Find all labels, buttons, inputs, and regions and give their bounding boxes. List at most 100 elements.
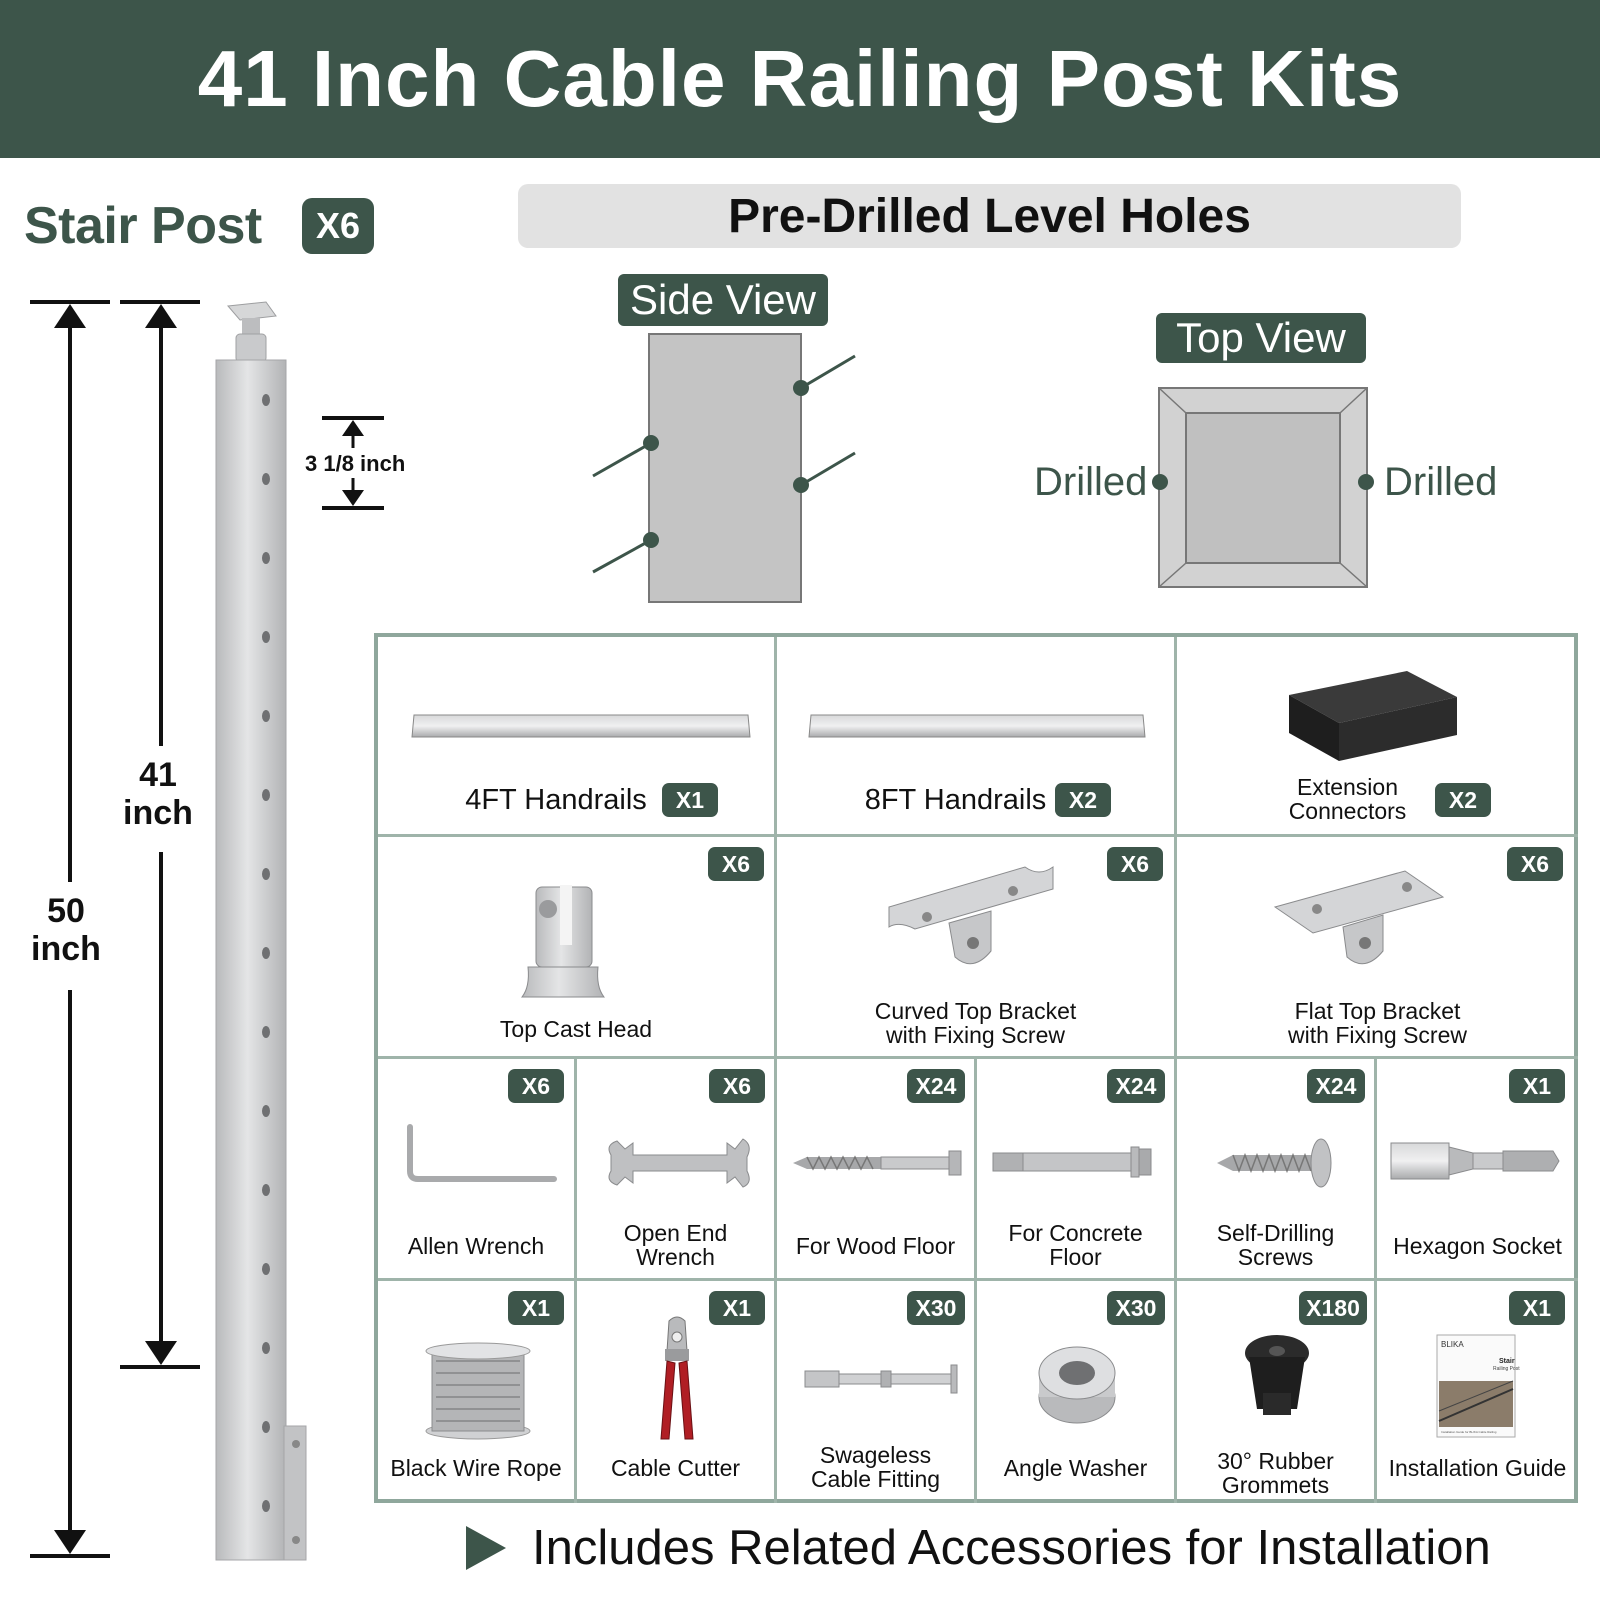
qty-badge: X6 [1107,847,1163,881]
footer-note: Includes Related Accessories for Install… [466,1520,1491,1576]
installation-guide-icon: BLIKA Stair Railing Post Installation Gu… [1436,1334,1520,1438]
qty-badge: X180 [1299,1291,1367,1325]
post-hole [262,1500,270,1512]
stair-post-title: Stair Post [24,197,262,255]
qty-badge: X24 [1307,1069,1365,1103]
part-4ft-handrails: 4FT Handrails X1 [378,637,777,837]
part-8ft-handrails: 8FT Handrails X2 [777,637,1177,837]
dimension-spacing-line [322,416,384,510]
qty-badge: X6 [1507,847,1563,881]
angle-washer-icon [1038,1346,1116,1424]
top-view-drawing [1152,387,1374,588]
lag-screw-icon [793,1150,962,1176]
qty-badge: X2 [1055,783,1111,817]
qty-badge: X24 [1107,1069,1165,1103]
part-swageless-cable-fitting: X30 Swageless Cable Fitting [777,1281,977,1503]
guide-subtitle: Railing Post [1493,1366,1520,1372]
post-hole [262,631,270,643]
cable-fitting-icon [804,1364,958,1394]
drilled-right-label: Drilled [1384,460,1498,504]
qty-badge: X6 [708,847,764,881]
part-hexagon-socket: X1 Hexagon Socket [1377,1059,1578,1281]
part-label: Black Wire Rope [390,1455,562,1481]
qty-badge: X1 [709,1291,765,1325]
rubber-grommet-icon [1245,1335,1309,1415]
post-hole [262,1026,270,1038]
dimension-41-label: 41 inch [123,756,193,833]
part-flat-top-bracket: X6 Flat Top Bracket with Fixing Screw [1177,837,1578,1059]
open-end-wrench-icon [608,1138,750,1188]
part-wood-floor-screw: X24 For Wood Floor [777,1059,977,1281]
guide-brand: BLIKA [1441,1340,1464,1349]
guide-title: Stair [1499,1358,1515,1365]
parts-grid: 4FT Handrails X1 8FT Handrails X2 Extens… [374,633,1578,1503]
part-angle-washer: X30 Angle Washer [977,1281,1177,1503]
cast-head-icon [520,885,606,998]
part-label: Installation Guide [1388,1455,1567,1481]
post-hole [262,473,270,485]
handrail-icon [808,714,1146,738]
qty-badge: X6 [508,1069,564,1103]
wire-rope-spool-icon [425,1342,531,1440]
guide-caption: Installation Guide for BLIKA Cable Raili… [1441,1430,1497,1434]
dimension-41-line [120,300,200,1369]
part-curved-top-bracket: X6 Curved Top Bracket with Fixing Screw [777,837,1177,1059]
handrail-icon [411,714,751,738]
post-hole [262,394,270,406]
post-hole [262,1184,270,1196]
part-label: For Wood Floor [795,1233,956,1259]
connector-block-icon [1289,671,1457,761]
post-hole [262,868,270,880]
qty-badge: X1 [1509,1291,1565,1325]
part-rubber-grommets: X180 30° Rubber Grommets [1177,1281,1377,1503]
qty-badge: X30 [1107,1291,1165,1325]
part-concrete-floor-anchor: X24 For Concrete Floor [977,1059,1177,1281]
qty-badge: X1 [508,1291,564,1325]
part-label: Top Cast Head [499,1016,653,1042]
hex-socket-icon [1390,1142,1560,1180]
part-cable-cutter: X1 Cable Cutter [577,1281,777,1503]
part-open-end-wrench: X6 Open End Wrench [577,1059,777,1281]
predrilled-title: Pre-Drilled Level Holes [518,184,1461,248]
footer-text: Includes Related Accessories for Install… [532,1521,1491,1575]
part-label: For Concrete Floor [1008,1220,1143,1271]
part-top-cast-head: X6 Top Cast Head [378,837,777,1059]
part-allen-wrench: X6 Allen Wrench [378,1059,577,1281]
part-black-wire-rope: X1 Black Wire Rope [378,1281,577,1503]
header-banner: 41 Inch Cable Railing Post Kits [0,0,1600,158]
post-hole [262,947,270,959]
post-hole [262,1342,270,1354]
post-hole [262,1263,270,1275]
part-label: Hexagon Socket [1393,1233,1562,1259]
play-arrow-icon [466,1526,506,1570]
part-label: Cable Cutter [610,1455,741,1481]
part-self-drilling-screws: X24 Self-Drilling Screws [1177,1059,1377,1281]
side-view-label: Side View [618,274,828,326]
part-label: 8FT Handrails [864,784,1047,816]
top-view-label: Top View [1156,313,1366,363]
dimension-50-label: 50 inch [31,892,101,969]
qty-badge: X2 [1435,783,1491,817]
cable-cutter-icon [660,1316,694,1440]
anchor-bolt-icon [992,1146,1152,1178]
part-label: Curved Top Bracket with Fixing Screw [874,998,1077,1049]
dimension-50-line [30,300,110,1558]
drilled-left-label: Drilled [1034,460,1148,504]
qty-badge: X1 [662,783,718,817]
part-label: Open End Wrench [623,1220,728,1271]
qty-badge: X30 [907,1291,965,1325]
qty-badge: X1 [1509,1069,1565,1103]
part-label: Angle Washer [1003,1455,1148,1481]
part-label: Flat Top Bracket with Fixing Screw [1288,998,1467,1049]
post-hole [262,710,270,722]
part-label: Swageless Cable Fitting [810,1442,941,1493]
post-hole [262,1421,270,1433]
stair-post-image [215,301,307,1561]
page-title: 41 Inch Cable Railing Post Kits [197,34,1403,123]
part-label: Extension Connectors [1288,774,1407,825]
post-hole [262,1105,270,1117]
post-hole [262,789,270,801]
stair-post-qty-badge: X6 [302,198,374,254]
part-label: 30° Rubber Grommets [1217,1448,1334,1499]
